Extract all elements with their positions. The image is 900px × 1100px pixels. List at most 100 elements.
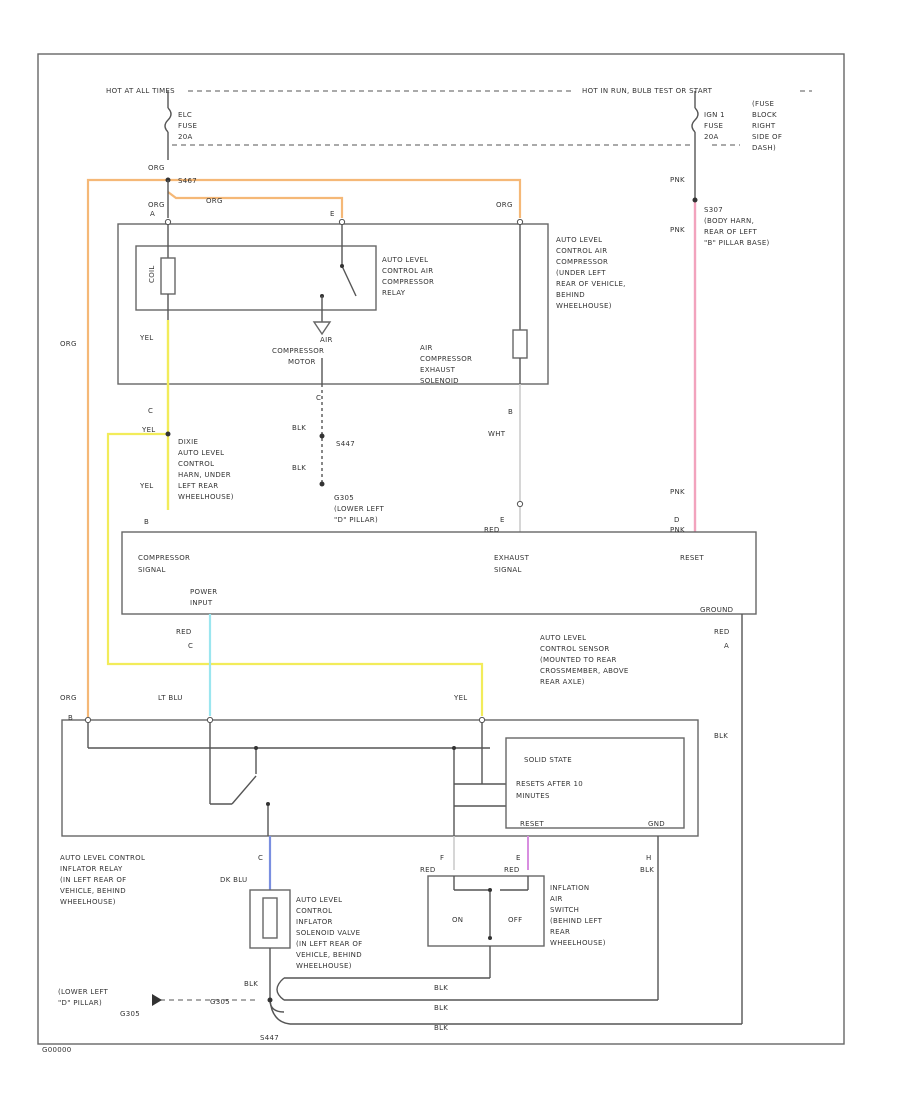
elc-fuse-label-3: 20A xyxy=(178,133,193,141)
solenoid-label-3: EXHAUST xyxy=(420,366,456,374)
wire-org-left: ORG xyxy=(60,340,77,348)
switch-on-label: ON xyxy=(452,916,463,924)
motor-label-2: COMPRESSOR xyxy=(272,347,324,355)
wire-blk-h: BLK xyxy=(640,866,654,874)
wire-blk-g1: BLK xyxy=(434,984,448,992)
reset-note-2: MINUTES xyxy=(516,792,550,800)
inflator-relay-box xyxy=(61,719,699,837)
solenoid-valve-coil xyxy=(262,897,278,939)
org-wire-left-run xyxy=(86,178,168,720)
valve-label-3: INFLATOR xyxy=(296,918,333,926)
fuse-block-location-4: SIDE OF xyxy=(752,133,782,141)
valve-label-4: SOLENOID VALVE xyxy=(296,929,360,937)
fuse-block-location-3: RIGHT xyxy=(752,122,776,130)
sensor-ground-label: GROUND xyxy=(700,606,733,614)
compressor-label-5: REAR OF VEHICLE, xyxy=(556,280,626,288)
solenoid-label-2: COMPRESSOR xyxy=(420,355,472,363)
exhaust-solenoid-coil xyxy=(512,329,528,359)
solenoid-label-4: SOLENOID xyxy=(420,377,459,385)
wire-red-e: RED xyxy=(484,526,500,534)
diagram-frame xyxy=(37,53,845,1045)
reset-note-1: RESETS AFTER 10 xyxy=(516,780,583,788)
harness-note-3: CONTROL xyxy=(178,460,214,468)
harness-note-6: WHEELHOUSE) xyxy=(178,493,234,501)
wire-blk-sensor: BLK xyxy=(714,732,728,740)
fuse-block-location-1: (FUSE xyxy=(752,100,774,108)
wire-org-c: ORG xyxy=(496,201,513,209)
pin-e-top: E xyxy=(330,210,335,218)
power-input-2: INPUT xyxy=(190,599,213,607)
compressor-label-4: (UNDER LEFT xyxy=(556,269,606,277)
wire-pnk-mid: PNK xyxy=(670,226,685,234)
ign-fuse-symbol xyxy=(691,107,699,133)
wire-yel-b: YEL xyxy=(141,426,156,434)
switch-label-1: INFLATION xyxy=(550,884,589,892)
switch-label-5: REAR xyxy=(550,928,570,936)
relay-coil xyxy=(160,257,176,295)
solid-state-box xyxy=(505,737,685,829)
switch-label-2: AIR xyxy=(550,895,563,903)
inflator-relay-label-1: AUTO LEVEL CONTROL xyxy=(60,854,145,862)
elc-fuse-symbol xyxy=(164,107,172,133)
compressor-label-7: WHEELHOUSE) xyxy=(556,302,612,310)
compressor-label-6: BEHIND xyxy=(556,291,585,299)
switch-off-label: OFF xyxy=(508,916,522,924)
compressor-label-2: CONTROL AIR xyxy=(556,247,607,255)
wire-org-top: ORG xyxy=(148,164,165,172)
pin-c-valve: C xyxy=(258,854,263,862)
ign-fuse-label-3: 20A xyxy=(704,133,719,141)
relay-gnd-pin: GND xyxy=(648,820,665,828)
inflator-relay-label-2: INFLATOR RELAY xyxy=(60,865,123,873)
org-wire-group xyxy=(86,178,522,720)
wire-pnk-top: PNK xyxy=(670,176,685,184)
pin-a-top: A xyxy=(150,210,155,218)
wire-dk-blu: DK BLU xyxy=(220,876,247,884)
relay-coil-label: COIL xyxy=(148,265,156,283)
sensor-label-2: CONTROL SENSOR xyxy=(540,645,610,653)
sensor-label-3: (MOUNTED TO REAR xyxy=(540,656,617,664)
ign-fuse-label-2: FUSE xyxy=(704,122,723,130)
relay-label-2: CONTROL AIR xyxy=(382,267,433,275)
solid-state-label: SOLID STATE xyxy=(524,756,572,764)
valve-label-7: WHEELHOUSE) xyxy=(296,962,352,970)
pin-b-sensor: B xyxy=(144,518,149,526)
diagram-code: G00000 xyxy=(42,1046,72,1054)
valve-label-2: CONTROL xyxy=(296,907,332,915)
solenoid-label-1: AIR xyxy=(420,344,433,352)
harness-note-4: HARN, UNDER xyxy=(178,471,231,479)
wire-blk-b: BLK xyxy=(292,464,306,472)
g305-bottom-label: G305 xyxy=(210,998,230,1006)
inflator-relay-label-4: VEHICLE, BEHIND xyxy=(60,887,126,895)
s467-label: S467 xyxy=(178,177,197,185)
air-compressor-box xyxy=(117,223,549,385)
wire-pnk-d: PNK xyxy=(670,526,685,534)
motor-symbol xyxy=(312,321,332,336)
relay-reset-pin: RESET xyxy=(520,820,544,828)
exhaust-signal-1: EXHAUST xyxy=(494,554,530,562)
wire-yel-d: YEL xyxy=(453,694,468,702)
wire-lt-blu: LT BLU xyxy=(158,694,183,702)
ign-fuse-label-1: IGN 1 xyxy=(704,111,725,119)
pin-e-sensor: E xyxy=(500,516,505,524)
fuse-block-location-2: BLOCK xyxy=(752,111,777,119)
elc-fuse-label-2: FUSE xyxy=(178,122,197,130)
s447-label: S447 xyxy=(336,440,355,448)
pin-f-switch: F xyxy=(440,854,444,862)
ground-note-1: (LOWER LEFT xyxy=(58,988,109,996)
yel-wire-loop xyxy=(106,432,484,716)
harness-note-5: LEFT REAR xyxy=(178,482,218,490)
switch-label-6: WHEELHOUSE) xyxy=(550,939,606,947)
pin-c-power: C xyxy=(188,642,193,650)
pin-a-gnd: A xyxy=(724,642,729,650)
wire-blk-g4: BLK xyxy=(244,980,258,988)
inflator-relay-label-5: WHEELHOUSE) xyxy=(60,898,116,906)
g305-note-2: (LOWER LEFT xyxy=(334,505,385,513)
wire-blk-g3: BLK xyxy=(434,1024,448,1032)
power-input-1: POWER xyxy=(190,588,217,596)
s307-note-2: (BODY HARN, xyxy=(704,217,754,225)
motor-label-1: AIR xyxy=(320,336,333,344)
wire-red-s: RED xyxy=(504,866,520,874)
relay-switch-arm xyxy=(341,265,357,297)
wire-red-f: RED xyxy=(420,866,436,874)
